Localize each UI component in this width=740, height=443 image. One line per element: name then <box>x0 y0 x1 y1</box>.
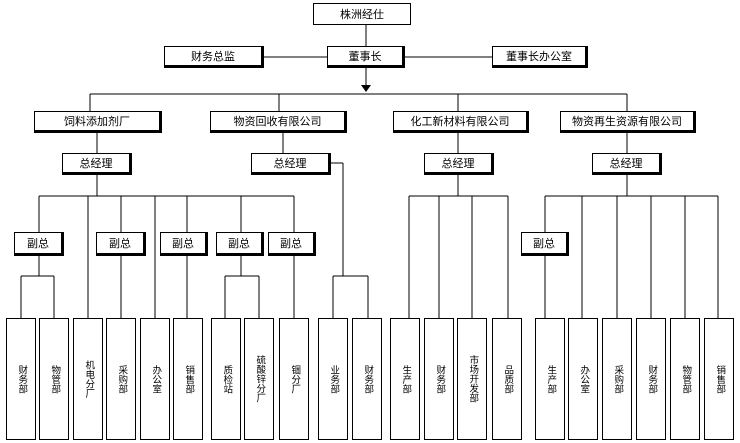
vice-general-manager-box: 副总 <box>14 232 64 256</box>
department-box: 物管部 <box>670 318 700 440</box>
general-manager-box: 总经理 <box>251 153 331 175</box>
department-box: 锢分厂 <box>279 318 309 440</box>
company-chemical-materials: 化工新材料有限公司 <box>393 111 529 133</box>
vice-general-manager-box: 副总 <box>160 232 208 256</box>
department-box: 质检站 <box>211 318 241 440</box>
department-box: 品质部 <box>492 318 522 440</box>
company-renewable-resources: 物资再生资源有限公司 <box>560 111 696 133</box>
general-manager-box: 总经理 <box>424 153 494 175</box>
department-box: 生产部 <box>535 318 565 440</box>
chairman-office-box: 董事长办公室 <box>492 46 588 68</box>
company-title-box: 株洲经仕 <box>313 3 411 25</box>
department-box: 市场开发部 <box>457 318 487 440</box>
department-box: 采购部 <box>602 318 632 440</box>
department-box: 采购部 <box>106 318 136 440</box>
department-box: 办公室 <box>140 318 170 440</box>
vice-general-manager-box: 副总 <box>216 232 264 256</box>
department-box: 财务部 <box>352 318 382 440</box>
department-box: 硫酸锌分厂 <box>244 318 274 440</box>
arrow-down-icon <box>361 85 371 92</box>
department-box: 生产部 <box>390 318 420 440</box>
general-manager-box: 总经理 <box>592 153 662 175</box>
department-box: 销售部 <box>173 318 203 440</box>
department-box: 业务部 <box>318 318 348 440</box>
vice-general-manager-box: 副总 <box>521 232 569 256</box>
department-box: 办公室 <box>568 318 598 440</box>
department-box: 财务部 <box>636 318 666 440</box>
department-box: 财务部 <box>6 318 36 440</box>
company-feed-additive: 饲料添加剂厂 <box>34 111 162 133</box>
company-material-recycling: 物资回收有限公司 <box>210 111 347 133</box>
department-box: 财务部 <box>424 318 454 440</box>
vice-general-manager-box: 副总 <box>96 232 146 256</box>
cfo-box: 财务总监 <box>164 46 264 68</box>
department-box: 物管部 <box>39 318 69 440</box>
chairman-box: 董事长 <box>327 46 405 68</box>
department-box: 销售部 <box>704 318 734 440</box>
general-manager-box: 总经理 <box>62 153 132 175</box>
vice-general-manager-box: 副总 <box>268 232 316 256</box>
department-box: 机电分厂 <box>73 318 103 440</box>
